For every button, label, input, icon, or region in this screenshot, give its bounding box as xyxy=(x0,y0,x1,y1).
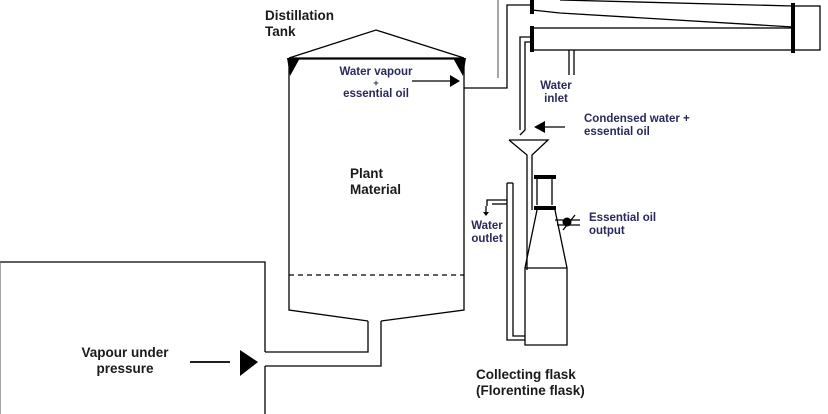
water-outlet-tube xyxy=(506,183,525,341)
condenser-jacket xyxy=(531,27,794,51)
vapour-pipe xyxy=(464,4,531,89)
label-line: outlet xyxy=(471,233,503,246)
label-line: pressure xyxy=(96,360,154,376)
funnel xyxy=(509,139,550,210)
tank-body xyxy=(288,59,369,322)
condenser-inner-tube xyxy=(531,9,794,28)
label-line: + xyxy=(373,78,379,89)
label-line: Distillation xyxy=(265,8,335,23)
arrow-water-outlet-head xyxy=(483,212,489,216)
label-line: output xyxy=(589,225,625,238)
condenser-flange-1 xyxy=(530,0,534,14)
label-line: Water xyxy=(471,220,503,232)
label-distillation-tank: Distillation Tank xyxy=(265,8,334,39)
label-plant-material: Plant Material xyxy=(350,166,401,197)
arrow-vapour-head xyxy=(450,75,460,87)
label-water-inlet: Water inlet xyxy=(536,80,576,106)
steam-generator xyxy=(0,261,266,352)
label-line: Essential oil xyxy=(589,212,657,224)
label-line: essential oil xyxy=(343,88,409,101)
condenser-flange-2 xyxy=(530,26,534,52)
label-line: Condensed water + xyxy=(584,113,690,125)
label-line: (Florentine flask) xyxy=(476,382,585,398)
label-condensed: Condensed water + essential oil xyxy=(584,113,690,139)
flask-band-bottom xyxy=(534,206,556,210)
label-essential-oil-output: Essential oil output xyxy=(589,212,656,238)
arrow-condensed-head xyxy=(534,121,545,133)
arrow-pressure-head xyxy=(240,350,258,376)
tank-roof xyxy=(288,29,465,59)
label-line: essential oil xyxy=(584,126,650,139)
label-line: Water vapour xyxy=(339,66,413,78)
tap-knob xyxy=(562,217,572,227)
label-line: Water xyxy=(540,80,572,92)
flask-body xyxy=(524,209,568,346)
label-vapour-under-pressure: Vapour under pressure xyxy=(70,345,180,376)
tank-flange-right xyxy=(453,58,466,76)
condenser-flange-3 xyxy=(791,3,795,53)
label-collecting-flask: Collecting flask (Florentine flask) xyxy=(476,367,585,398)
label-line: Material xyxy=(350,181,402,197)
label-line: Collecting flask xyxy=(476,367,576,382)
condensate-pipe xyxy=(519,36,532,130)
label-line: inlet xyxy=(544,93,568,106)
tank-flange-left xyxy=(287,58,300,76)
label-line: Tank xyxy=(265,23,296,39)
label-line: Plant xyxy=(350,166,384,181)
label-line: Vapour under xyxy=(81,345,169,360)
label-water-outlet: Water outlet xyxy=(466,220,508,246)
label-water-vapour: Water vapour + essential oil xyxy=(334,66,418,101)
flask-band-top xyxy=(534,175,556,179)
steam-pipe xyxy=(265,321,369,353)
